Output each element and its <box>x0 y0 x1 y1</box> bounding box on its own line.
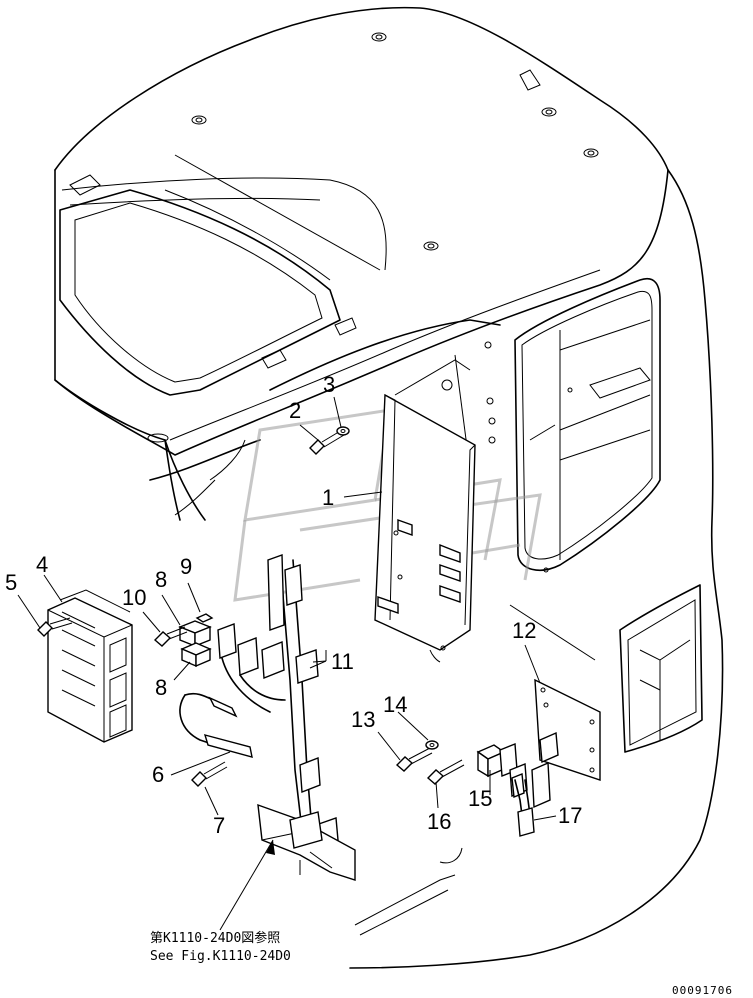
reference-note-en: See Fig.K1110-24D0 <box>150 949 291 964</box>
part-9-clip <box>195 613 214 623</box>
part-17-subharness <box>499 731 559 837</box>
part-7-bolt <box>191 761 228 787</box>
part-10-bolt <box>153 626 188 647</box>
callout-16: 16 <box>427 809 451 834</box>
callout-1: 1 <box>322 485 334 510</box>
callout-7: 7 <box>213 813 225 838</box>
leader-lines <box>17 396 557 821</box>
reference-note-jp: 第K1110-24D0図参照 <box>150 930 280 946</box>
lower-opening <box>619 584 703 753</box>
callout-5: 5 <box>5 570 17 595</box>
callout-17: 17 <box>558 803 582 828</box>
callout-3: 3 <box>323 372 335 397</box>
part-11-harness <box>217 554 356 881</box>
callout-8-bottom: 8 <box>155 675 167 700</box>
part-4-controller <box>47 589 133 743</box>
callout-labels: 1 2 3 4 5 6 7 8 8 9 10 11 12 13 14 15 16… <box>5 372 582 838</box>
cab-body <box>54 6 724 969</box>
callout-12: 12 <box>512 618 536 643</box>
callout-8-top: 8 <box>155 567 167 592</box>
callout-11: 11 <box>331 649 354 674</box>
part-13-bolt <box>395 747 433 772</box>
roof-bolts <box>147 32 599 443</box>
part-6-lead <box>179 692 253 758</box>
callout-10: 10 <box>122 585 146 610</box>
callout-6: 6 <box>152 762 164 787</box>
drawing-code: 00091706 <box>672 984 733 997</box>
part-5-bolt <box>37 617 73 637</box>
callout-2: 2 <box>289 398 301 423</box>
callout-13: 13 <box>351 707 375 732</box>
callout-14: 14 <box>383 692 407 717</box>
callout-4: 4 <box>36 552 48 577</box>
part-3-washer <box>336 426 350 436</box>
callout-9: 9 <box>180 554 192 579</box>
part-14-washer <box>425 740 439 750</box>
callout-15: 15 <box>468 786 492 811</box>
part-8-relay-block <box>178 620 212 668</box>
reference-note: 第K1110-24D0図参照 See Fig.K1110-24D0 <box>150 930 291 964</box>
part-16-bolt <box>426 759 465 785</box>
part-1-plate <box>374 393 496 663</box>
side-window <box>514 278 661 573</box>
reference-arrow <box>219 839 275 931</box>
